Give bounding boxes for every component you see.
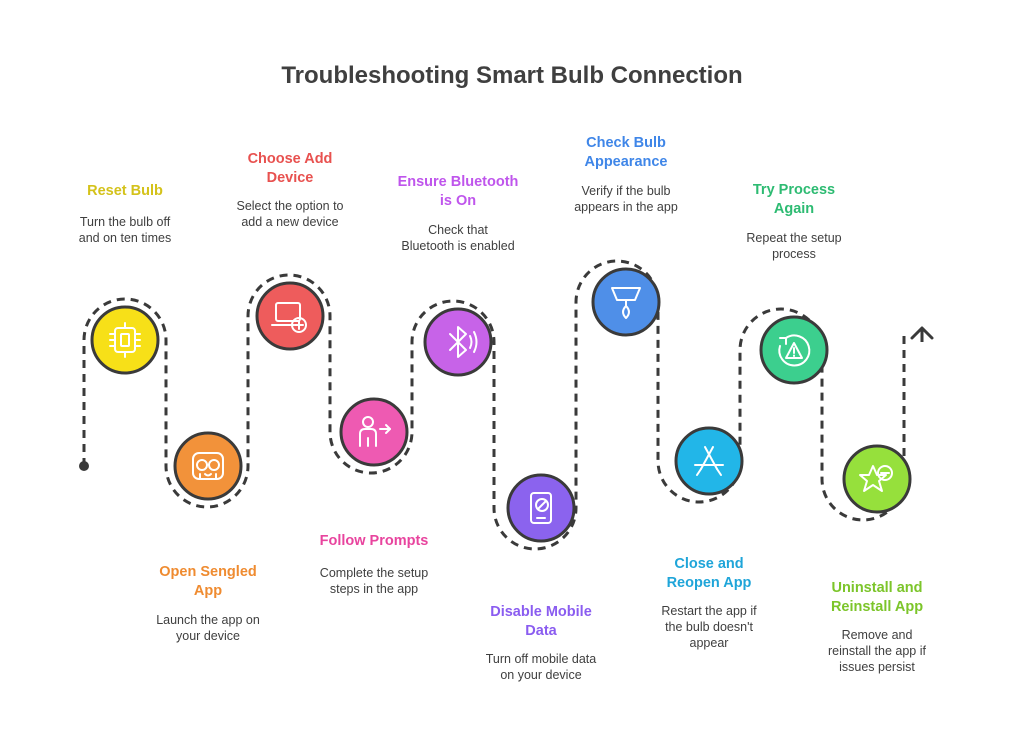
step-description: Complete the setup steps in the app	[319, 566, 429, 596]
step-circle	[674, 426, 744, 496]
app-glasses-icon	[192, 452, 224, 480]
step-title: Close and Reopen App	[666, 556, 752, 591]
star-remove-icon	[859, 465, 893, 492]
step-description: Verify if the bulb appears in the app	[574, 184, 678, 214]
chip-icon	[109, 322, 141, 358]
path-end-arrow	[910, 326, 934, 340]
step-description: Select the option to add a new device	[236, 199, 344, 229]
step-circle	[173, 431, 243, 501]
step-circle	[842, 444, 912, 514]
path-start-dot	[79, 461, 89, 471]
step-description: Repeat the setup process	[746, 231, 842, 261]
step-description: Turn off mobile data on your device	[485, 652, 597, 682]
step-circle	[255, 281, 325, 351]
step-title: Check Bulb Appearance	[584, 135, 668, 170]
step-title: Disable Mobile Data	[490, 604, 592, 639]
step-description: Turn the bulb off and on ten times	[78, 215, 172, 245]
app-store-icon	[694, 446, 724, 476]
bluetooth-icon	[449, 326, 478, 358]
step-description: Restart the app if the bulb doesn't appe…	[661, 604, 757, 650]
lamp-icon	[611, 287, 641, 319]
step-title: Uninstall and Reinstall App	[830, 580, 924, 615]
step-title: Open Sengled App	[159, 564, 257, 599]
step-title: Ensure Bluetooth is On	[397, 174, 519, 209]
phone-disabled-icon	[530, 492, 552, 524]
step-circle	[90, 305, 160, 375]
winding-path	[82, 259, 906, 551]
step-title: Choose Add Device	[247, 151, 333, 186]
step-circle	[339, 397, 409, 467]
step-title: Follow Prompts	[319, 533, 429, 549]
step-circle	[506, 473, 576, 543]
person-arrow-icon	[359, 416, 391, 447]
step-title: Reset Bulb	[87, 183, 163, 199]
step-description: Launch the app on your device	[156, 613, 260, 643]
retry-warning-icon	[778, 334, 811, 367]
diagram-title: Troubleshooting Smart Bulb Connection	[281, 62, 743, 89]
step-title: Try Process Again	[752, 182, 836, 217]
laptop-add-icon	[271, 302, 307, 333]
step-description: Check that Bluetooth is enabled	[401, 223, 515, 253]
step-description: Remove and reinstall the app if issues p…	[828, 628, 926, 674]
